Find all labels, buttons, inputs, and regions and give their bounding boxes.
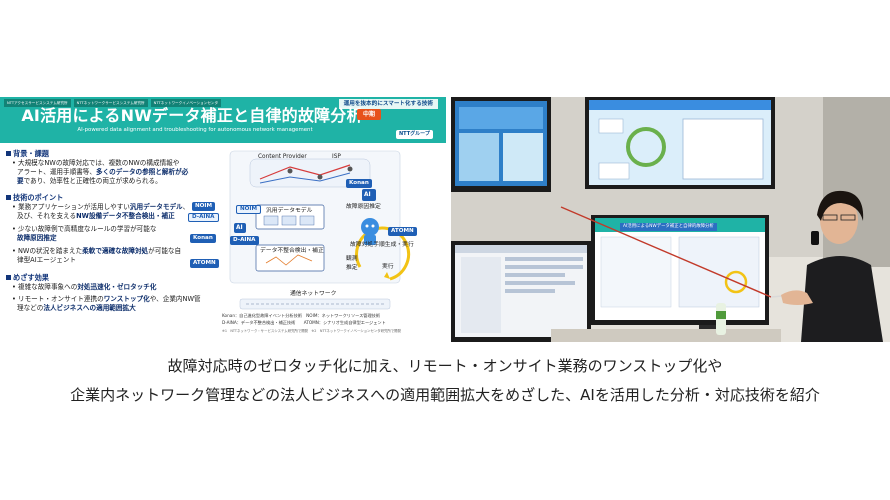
label-inconsistency: データ不整合検出・補正 — [260, 248, 324, 254]
point-line: • 少ない故障例で高精度なルールの学習が可能な — [12, 225, 157, 233]
caption-line-2: 企業内ネットワーク管理などの法人ビジネスへの適用範囲拡大をめざした、AIを活用し… — [70, 386, 820, 404]
poster-tagline: 運用を抜本的にスマート化する技術 — [338, 99, 438, 109]
point-line: 故障原因推定 — [17, 234, 57, 242]
section-title-points: 技術のポイント — [6, 193, 63, 202]
point-line: 律型AIエージェント — [17, 256, 77, 264]
point-line: • 業務アプリケーションが活用しやすい汎用データモデル、 — [12, 203, 190, 211]
label-estimate: 推定 — [346, 265, 358, 271]
tag-konan: Konan — [190, 234, 216, 243]
poster-badge: 中期 — [357, 109, 382, 120]
label-ai: AI — [364, 192, 371, 198]
effect-line: 理などの法人ビジネスへの適用範囲拡大 — [17, 304, 136, 312]
effect-line: • リモート・オンサイト連携のワンストップ化や、企業内NW管 — [12, 295, 201, 303]
tag-atomn-diagram: ATOMN — [388, 227, 417, 236]
tag-d-aina-diagram: D-AINA — [230, 236, 259, 245]
booth-photo: AI活用によるNWデータ補正と自律的故障分析 — [451, 97, 890, 342]
label-isp: ISP — [332, 154, 341, 160]
background-line: 要であり、効率性と正確性の両立が求められる。 — [17, 177, 162, 185]
tag-atomn: ATOMN — [190, 259, 219, 268]
background-line: • 大規模なNWの故障対応では、複数のNWの構成情報や — [12, 159, 180, 167]
point-line: • NWの状況を踏まえた柔軟で適確な故障対処が可能な自 — [12, 247, 182, 255]
label-comm-network: 通信ネットワーク — [290, 291, 337, 297]
photo-scene — [451, 97, 890, 342]
section-title-background: 背景・課題 — [6, 149, 49, 158]
section-title-effects: めざす効果 — [6, 273, 49, 282]
poster-subtitle: AI-powered data alignment and troublesho… — [77, 127, 313, 133]
poster-logo: NTTグループ — [396, 130, 433, 139]
header-tag: NTTアクセスサービスシステム研究所 — [4, 99, 71, 107]
tag-d-aina: D-AINA — [188, 213, 219, 222]
architecture-diagram: Content Provider ISP Konan AI AI 故障原因推定 … — [220, 149, 442, 337]
legend-line: D-AINA：データ不整合検出・補正技術 ATOMN：シナリオ生成自律型エージェ… — [222, 320, 386, 325]
poster-image: NTTアクセスサービスシステム研究所 NTTネットワークサービスシステム研究所 … — [0, 97, 446, 342]
point-line: 及び、それを支えるNW設備データ不整合検出・補正 — [17, 212, 175, 220]
legend-line: Konan：自己進化型故障イベント分析技術 NOIM：ネットワークリソース管理技… — [222, 313, 381, 318]
header-tag: NTTネットワークイノベーションセンタ — [150, 99, 222, 107]
poster-header-tags: NTTアクセスサービスシステム研究所 NTTネットワークサービスシステム研究所 … — [4, 99, 244, 107]
background-line: アラート、運用手順書等、多くのデータの参照と解析が必 — [17, 168, 189, 176]
tag-konan-diagram: Konan — [346, 179, 372, 188]
caption-line-1: 故障対応時のゼロタッチ化に加え、リモート・オンサイト業務のワンストップ化や — [167, 357, 723, 375]
label-cause-estimation: 故障原因推定 — [346, 204, 381, 210]
label-observe: 観測 — [346, 256, 358, 262]
tag-noim: NOIM — [192, 202, 216, 211]
main-monitor-title: AI活用によるNWデータ補正と自律的故障分析 — [620, 223, 717, 231]
label-content-provider: Content Provider — [258, 154, 307, 160]
label-execute: 実行 — [382, 264, 394, 270]
effect-line: • 複雑な故障事象への対処迅速化・ゼロタッチ化 — [12, 283, 157, 291]
tag-noim-diagram: NOIM — [236, 205, 262, 214]
label-procedure: 故障対処手順生成・実行 — [350, 242, 414, 248]
label-generic-model: 汎用データモデル — [266, 208, 313, 214]
poster-title: AI活用によるNWデータ補正と自律的故障分析 — [21, 106, 363, 125]
label-ai-small: AI — [236, 225, 243, 231]
header-tag: NTTネットワークサービスシステム研究所 — [73, 99, 148, 107]
footnote: ※1 NTTネットワーク・サービスシステム研究所で開発 ※2 NTTネットワーク… — [222, 329, 401, 333]
